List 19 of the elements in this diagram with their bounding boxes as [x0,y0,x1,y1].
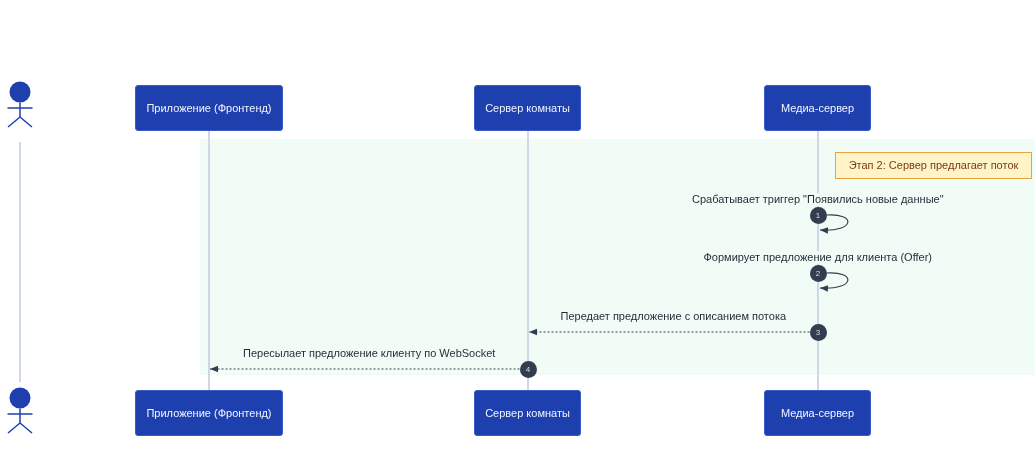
note: Этап 2: Сервер предлагает поток [835,152,1032,179]
participant-box: Медиа-сервер [764,85,871,131]
participant-box: Сервер комнаты [474,390,581,436]
person-icon [7,81,33,128]
message-arrow [209,365,521,373]
participant-box: Медиа-сервер [764,390,871,436]
message-label: Срабатывает триггер "Появились новые данные" [691,193,945,206]
person-icon [7,387,33,434]
lifeline [19,142,21,382]
message-label: Формирует предложение для клиента (Offer) [702,251,933,264]
participant-box: Сервер комнаты [474,85,581,131]
self-message-arrow [819,214,849,234]
participant-box: Приложение (Фронтенд) [135,85,283,131]
message-label: Передает предложение с описанием потока [559,310,788,323]
participant-box: Приложение (Фронтенд) [135,390,283,436]
message-arrow [528,328,811,336]
self-message-arrow [819,272,849,292]
lifeline [208,131,210,390]
message-label: Пересылает предложение клиенту по WebSocket [242,347,497,360]
